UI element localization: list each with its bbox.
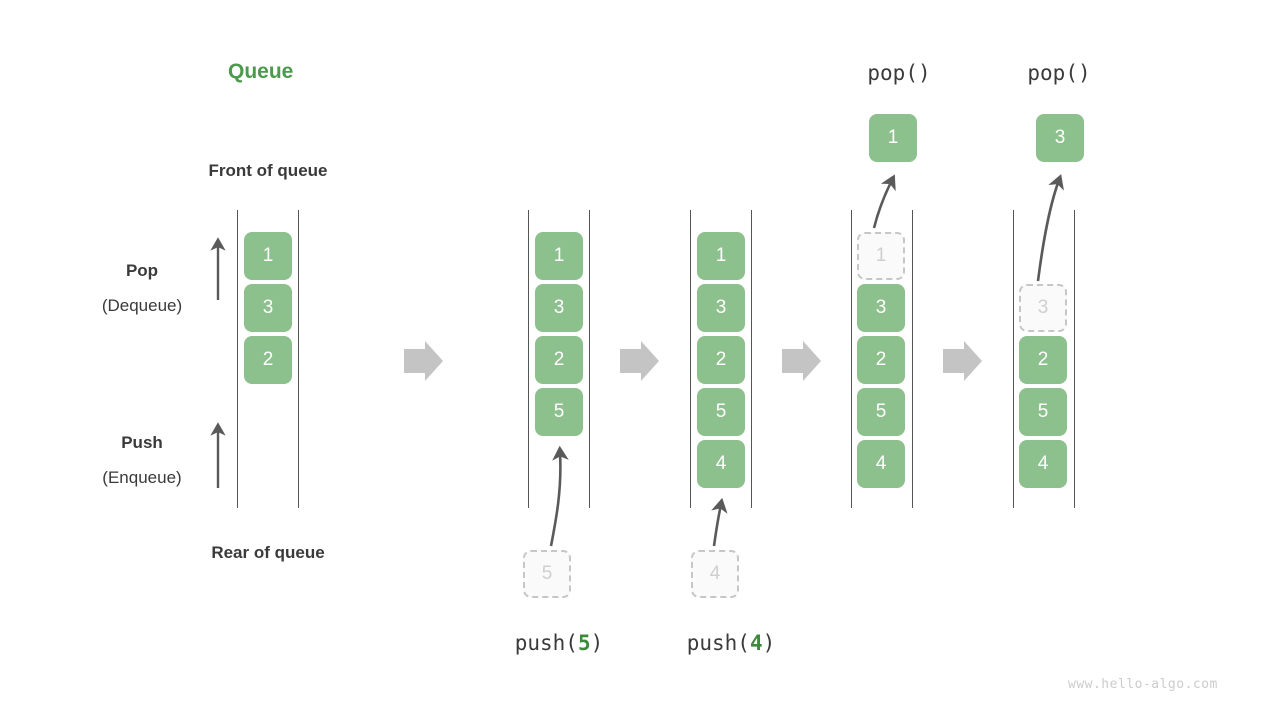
incoming-element: 4 xyxy=(691,550,739,598)
queue-cell: 1 xyxy=(244,232,292,280)
op-label-pop-2: pop() xyxy=(1027,61,1091,85)
popped-slot-ghost: 3 xyxy=(1019,284,1067,332)
rail-right xyxy=(912,210,913,508)
page-title: Queue xyxy=(228,60,294,83)
queue-cell: 1 xyxy=(535,232,583,280)
queue-cell: 4 xyxy=(1019,440,1067,488)
queue-cell: 2 xyxy=(535,336,583,384)
queue-cell: 3 xyxy=(857,284,905,332)
caption-arg: 4 xyxy=(749,631,763,655)
flow-arrow xyxy=(620,341,659,381)
pop-remove-arrow-1 xyxy=(872,174,896,229)
op-label-pop-1: pop() xyxy=(867,61,931,85)
caption-push-4: push(4) xyxy=(651,631,811,655)
queue-cell: 5 xyxy=(697,388,745,436)
caption-arg: 5 xyxy=(577,631,591,655)
queue-cell: 3 xyxy=(697,284,745,332)
queue-cell: 4 xyxy=(857,440,905,488)
queue-cell: 5 xyxy=(857,388,905,436)
queue-cell: 5 xyxy=(535,388,583,436)
queue-cell: 2 xyxy=(857,336,905,384)
rail-right xyxy=(751,210,752,508)
caption-suffix: ) xyxy=(590,631,604,655)
popped-slot-ghost: 1 xyxy=(857,232,905,280)
queue-cell: 2 xyxy=(1019,336,1067,384)
incoming-element: 5 xyxy=(523,550,571,598)
queue-cell: 4 xyxy=(697,440,745,488)
push-label: Push xyxy=(121,433,163,452)
rear-of-queue-label: Rear of queue xyxy=(211,543,325,562)
queue-cell: 2 xyxy=(697,336,745,384)
popped-element: 3 xyxy=(1036,114,1084,162)
pop-remove-arrow-3 xyxy=(1036,174,1064,282)
queue-cell: 3 xyxy=(244,284,292,332)
queue-cell: 3 xyxy=(535,284,583,332)
caption-suffix: ) xyxy=(762,631,776,655)
push-insert-arrow-5 xyxy=(549,445,569,547)
flow-arrow xyxy=(782,341,821,381)
push-insert-arrow-4 xyxy=(711,497,728,547)
enqueue-label: (Enqueue) xyxy=(102,468,182,487)
caption-push-5: push(5) xyxy=(479,631,639,655)
rail-right xyxy=(1074,210,1075,508)
caption-prefix: push( xyxy=(514,631,578,655)
flow-arrow xyxy=(943,341,982,381)
rail-left xyxy=(851,210,852,508)
queue-cell: 1 xyxy=(697,232,745,280)
queue-cell: 2 xyxy=(244,336,292,384)
popped-element: 1 xyxy=(869,114,917,162)
rail-left xyxy=(237,210,238,508)
caption-prefix: push( xyxy=(686,631,750,655)
flow-arrow xyxy=(404,341,443,381)
rail-left xyxy=(690,210,691,508)
rail-right xyxy=(589,210,590,508)
rail-left xyxy=(1013,210,1014,508)
rail-left xyxy=(528,210,529,508)
front-of-queue-label: Front of queue xyxy=(208,161,328,180)
dequeue-label: (Dequeue) xyxy=(101,296,183,315)
watermark: www.hello-algo.com xyxy=(1068,677,1218,692)
pop-label: Pop xyxy=(125,261,159,280)
queue-cell: 5 xyxy=(1019,388,1067,436)
rail-right xyxy=(298,210,299,508)
